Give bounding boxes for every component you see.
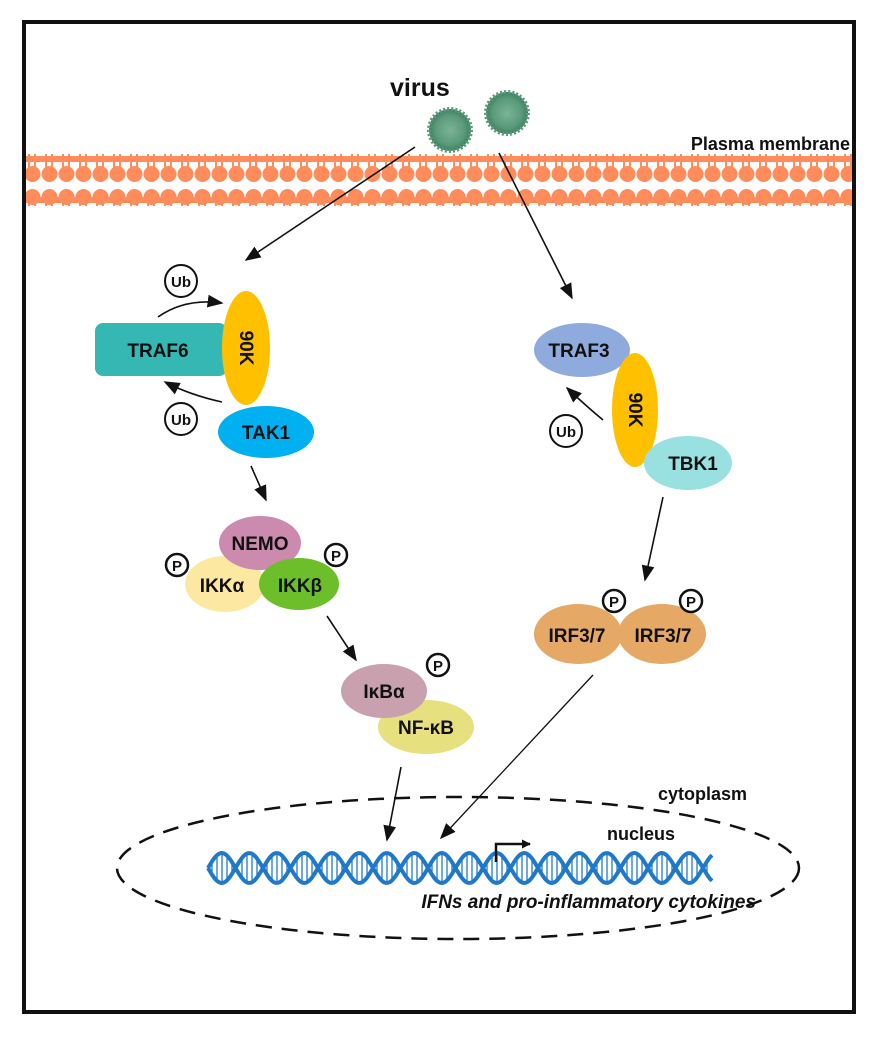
arrow-nfkb-to-nucleus [383,766,402,842]
arrow-virus-to-traf3 [498,152,573,300]
dna-strand [206,850,714,886]
phospho-label: P [686,594,696,611]
phospho-badge [425,652,451,678]
ub-badge [549,414,583,448]
90k-protein-right [612,353,658,467]
ub-label: Ub [171,412,191,429]
ikba-protein [341,664,427,718]
phospho-label: P [433,658,443,675]
cytoplasm-label: cytoplasm [658,784,747,804]
arrow-virus-to-traf6 [244,146,416,261]
phospho-badge [323,542,349,568]
tbk1-protein [644,436,732,490]
plasma-membrane-label: Plasma membrane [691,134,850,154]
ub-badge [164,264,198,298]
90k-protein-left [222,291,270,405]
ikkb-label: IKKβ [278,576,322,597]
ikka-protein [185,556,265,612]
ub-badge [164,402,198,436]
virus-particle-icon [484,90,530,136]
arrow-tak1-to-ikk [250,465,267,502]
nucleus-boundary [115,795,801,941]
arrow-ub-to-traf6 [163,381,223,403]
arrow-irf-to-nucleus [439,674,594,840]
nemo-protein [219,516,301,570]
ub-label: Ub [556,424,576,441]
tak1-protein [218,406,314,458]
arrow-ub-to-traf3 [565,386,604,421]
dna-strand [206,850,714,886]
90k-label-right: 90K [624,393,645,428]
nemo-label: NEMO [232,534,289,555]
irf-label-a: IRF3/7 [548,626,605,647]
nfkb-label: NF-κB [398,718,454,739]
irf-protein-a [534,604,622,664]
irf-protein-b [618,604,706,664]
phospho-badge [601,588,627,614]
virus-label: virus [390,74,450,102]
ub-label: Ub [171,274,191,291]
nucleus-label: nucleus [607,824,675,844]
phospho-badge [678,588,704,614]
ikba-label: IκBα [363,682,405,703]
phospho-label: P [172,558,182,575]
traf3-label: TRAF3 [548,341,609,362]
virus-particle-icon [427,107,473,153]
traf6-protein [95,323,227,376]
phospho-label: P [331,548,341,565]
arrow-ikk-to-ikba [326,615,357,662]
ikkb-protein [259,558,339,610]
phospho-label: P [609,594,619,611]
dna-helix-icon [206,850,714,886]
arrow-tbk1-to-irf [641,496,664,582]
transcription-start-arrow-icon [494,839,531,862]
irf-label-b: IRF3/7 [634,626,691,647]
90k-label-left: 90K [235,331,256,366]
arrow-ub-to-90k [157,294,224,318]
phospho-badge [164,552,190,578]
traf3-protein [534,323,630,377]
traf6-label: TRAF6 [127,341,188,362]
tak1-label: TAK1 [242,423,291,444]
ikka-label: IKKα [200,576,245,597]
gene-output-label: IFNs and pro-inflammatory cytokines [421,892,756,913]
tbk1-label: TBK1 [668,454,718,475]
plasma-membrane [26,153,852,206]
